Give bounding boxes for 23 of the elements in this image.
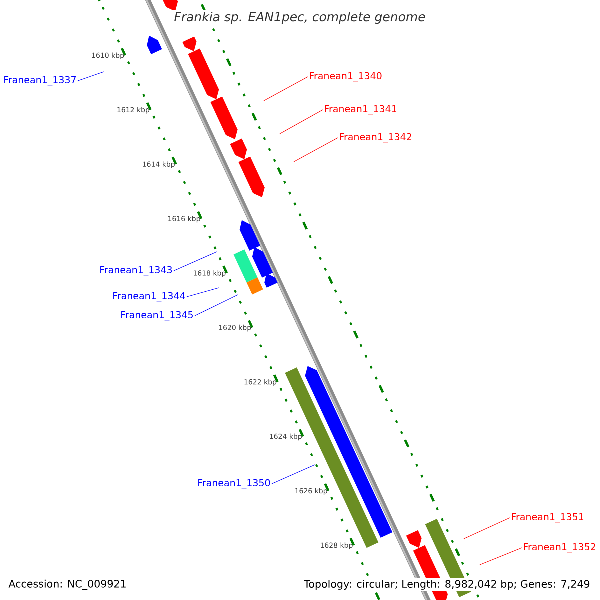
- gene-label: Franean1_1337: [4, 76, 76, 86]
- accession-text: Accession: NC_009921: [7, 578, 128, 592]
- leader-line: [294, 138, 338, 162]
- gene-label: Franean1_1345: [122, 311, 193, 321]
- gene-label: Franean1_1350: [198, 479, 270, 489]
- leader-line: [464, 518, 510, 540]
- genome-title: Frankia sp. EAN1pec, complete genome: [172, 10, 428, 26]
- leader-line: [78, 72, 104, 82]
- summary-text: Topology: circular; Length: 8,982,042 bp; Genes: 7,249: [302, 578, 592, 592]
- leader-line: [480, 548, 522, 566]
- gene-label: Franean1_1344: [114, 292, 186, 302]
- leader-line: [272, 464, 316, 484]
- gene-label: Franean1_1352: [524, 543, 596, 553]
- leader-line: [174, 252, 218, 272]
- gene-label: Franean1_1343: [100, 266, 172, 276]
- leader-line: [264, 76, 308, 102]
- gene-label: Franean1_1351: [512, 513, 584, 523]
- leader-line: [186, 288, 220, 298]
- gene-label: Franean1_1340: [310, 72, 382, 82]
- gene-label: Franean1_1341: [325, 105, 397, 115]
- leader-line: [194, 294, 238, 316]
- gene-label: Franean1_1342: [340, 133, 412, 143]
- leader-line: [280, 110, 324, 134]
